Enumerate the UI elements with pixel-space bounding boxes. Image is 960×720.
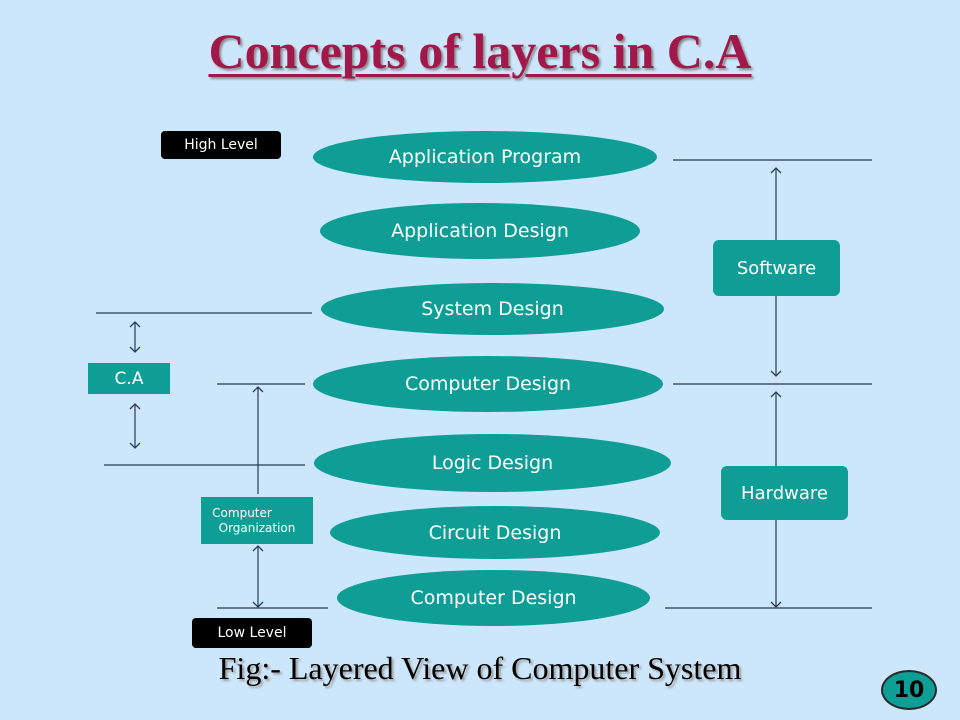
software-label: Software: [736, 257, 817, 279]
low-level-tag: Low Level: [192, 618, 312, 648]
high-level-tag: High Level: [161, 131, 281, 159]
slide-title: Concepts of layers in C.A: [208, 23, 752, 79]
ca-box: C.A: [88, 363, 170, 394]
computer-organization-box: Computer Organization: [201, 497, 313, 544]
hardware-label: Hardware: [741, 482, 828, 504]
computer-organization-line2: Organization: [218, 520, 296, 535]
layer-application-design: Application Design: [320, 203, 640, 259]
layer-system-design: System Design: [321, 283, 664, 335]
page-number-badge: 10: [881, 670, 937, 710]
ca-label: C.A: [114, 368, 144, 389]
hardware-box: Hardware: [721, 466, 848, 520]
figure-caption: Fig:- Layered View of Computer System: [218, 650, 742, 686]
layer-logic-design: Logic Design: [314, 434, 671, 492]
layer-computer-design: Computer Design: [313, 356, 663, 412]
page-number: 10: [893, 677, 925, 703]
computer-organization-line1: Computer: [212, 505, 272, 520]
software-box: Software: [713, 240, 840, 296]
layer-application-program: Application Program: [313, 131, 657, 183]
layer-circuit-design: Circuit Design: [330, 506, 660, 559]
layer-computer-design-low: Computer Design: [337, 570, 650, 626]
